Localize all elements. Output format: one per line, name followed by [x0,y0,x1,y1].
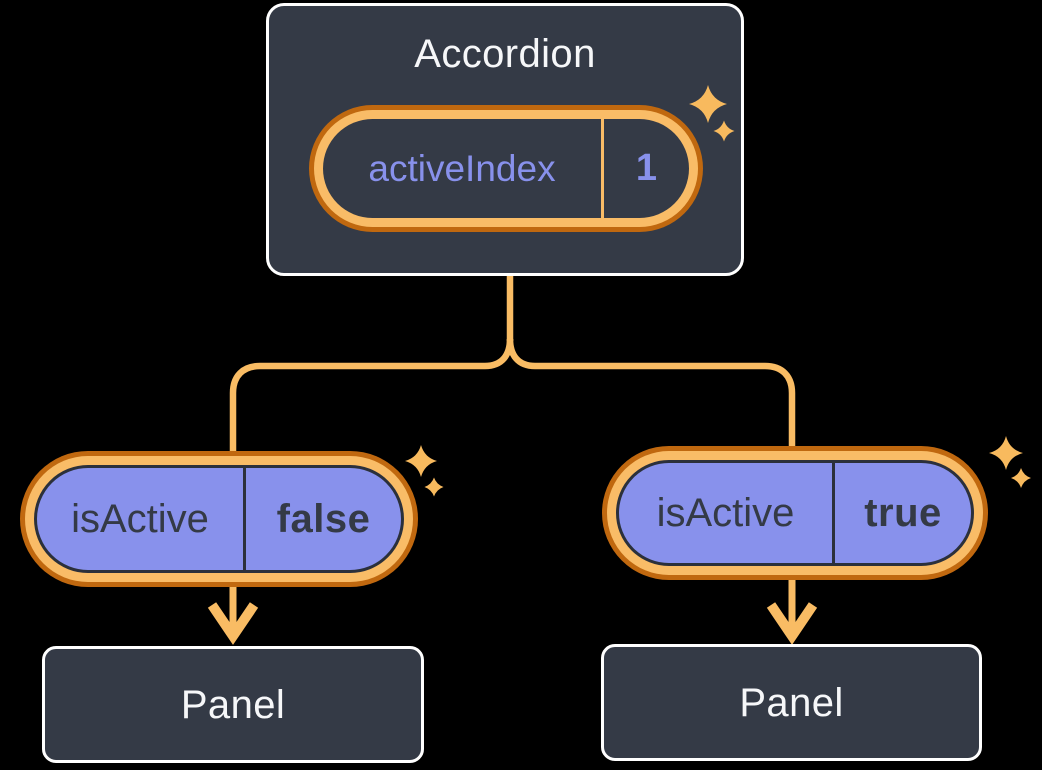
pill-divider [832,463,835,563]
sparkle-icon [405,445,437,477]
sparkle-icon [424,477,444,497]
pill-divider [243,468,246,570]
down-arrow-icon [207,585,259,645]
connector-branch-right [506,338,796,458]
panel-component-box: Panel [601,644,982,761]
prop-name-label: isActive [656,490,795,535]
sparkle-icon [1011,468,1031,488]
down-arrow-icon [766,579,818,645]
component-title: Panel [739,680,844,725]
state-value-label: 1 [635,147,658,189]
connector-branch-left [229,338,514,458]
pill-divider [601,119,604,218]
panel-component-box: Panel [42,646,424,763]
component-title: Accordion [414,32,596,76]
prop-pill-isactive-left: isActive false [20,451,418,587]
prop-value-label: true [864,490,942,535]
accordion-component-box: Accordion activeIndex 1 [266,3,744,276]
state-name-label: activeIndex [368,147,556,189]
prop-name-label: isActive [71,496,209,541]
component-title: Panel [180,682,286,727]
state-pill: activeIndex 1 [309,105,703,232]
prop-pill-isactive-right: isActive true [602,446,988,580]
state-pill-ring: activeIndex 1 [314,110,698,227]
sparkle-icon [989,436,1023,470]
prop-pill-ring: isActive false [25,456,413,582]
prop-value-label: false [276,496,371,541]
prop-pill-ring: isActive true [607,451,983,575]
